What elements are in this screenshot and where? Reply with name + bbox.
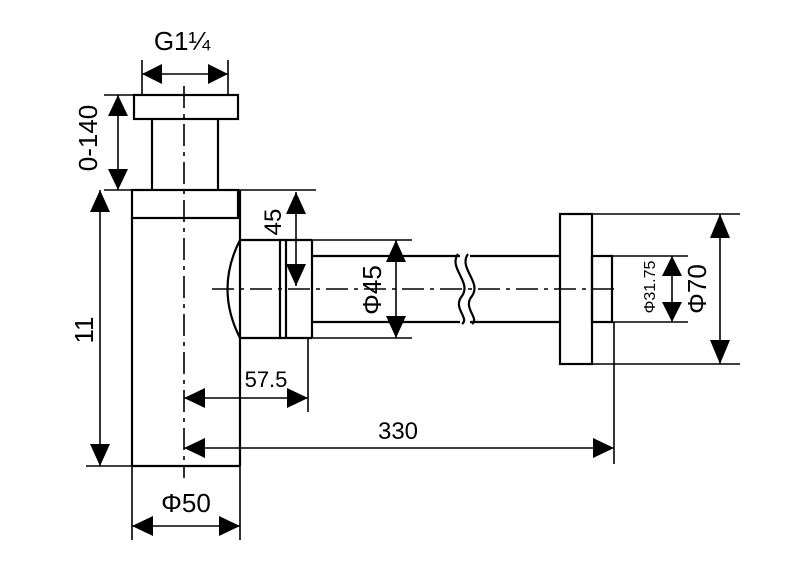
label-body-height: 11 — [69, 317, 99, 344]
trap-body — [130, 93, 242, 468]
horizontal-pipe — [312, 253, 560, 325]
label-height-adjust: 0-140 — [73, 105, 103, 172]
dim-outlet-diameter — [386, 240, 406, 338]
label-flange-diameter: Φ70 — [682, 264, 712, 314]
dim-body-height — [90, 190, 110, 466]
body-collar — [130, 188, 240, 220]
label-wall-pipe-diameter: Φ31.75 — [642, 261, 659, 314]
top-nut — [132, 93, 240, 121]
dim-outlet-offset — [184, 388, 308, 408]
extension-lines — [86, 60, 740, 540]
label-thread: G1¼ — [154, 26, 211, 56]
pipe-break — [454, 253, 466, 325]
dim-outlet-height — [286, 192, 306, 286]
dim-height-adjust — [108, 95, 128, 190]
label-outlet-height: 45 — [260, 209, 287, 236]
dim-wall-pipe-diameter — [662, 256, 682, 322]
label-body-diameter: Φ50 — [161, 488, 211, 518]
dim-flange-diameter — [710, 214, 730, 364]
label-outlet-diameter: Φ45 — [357, 265, 387, 315]
label-outlet-offset: 57.5 — [245, 367, 288, 392]
dim-thread — [142, 64, 228, 84]
dim-body-diameter — [132, 516, 240, 536]
dim-pipe-length — [184, 438, 614, 458]
label-pipe-length: 330 — [378, 418, 418, 445]
